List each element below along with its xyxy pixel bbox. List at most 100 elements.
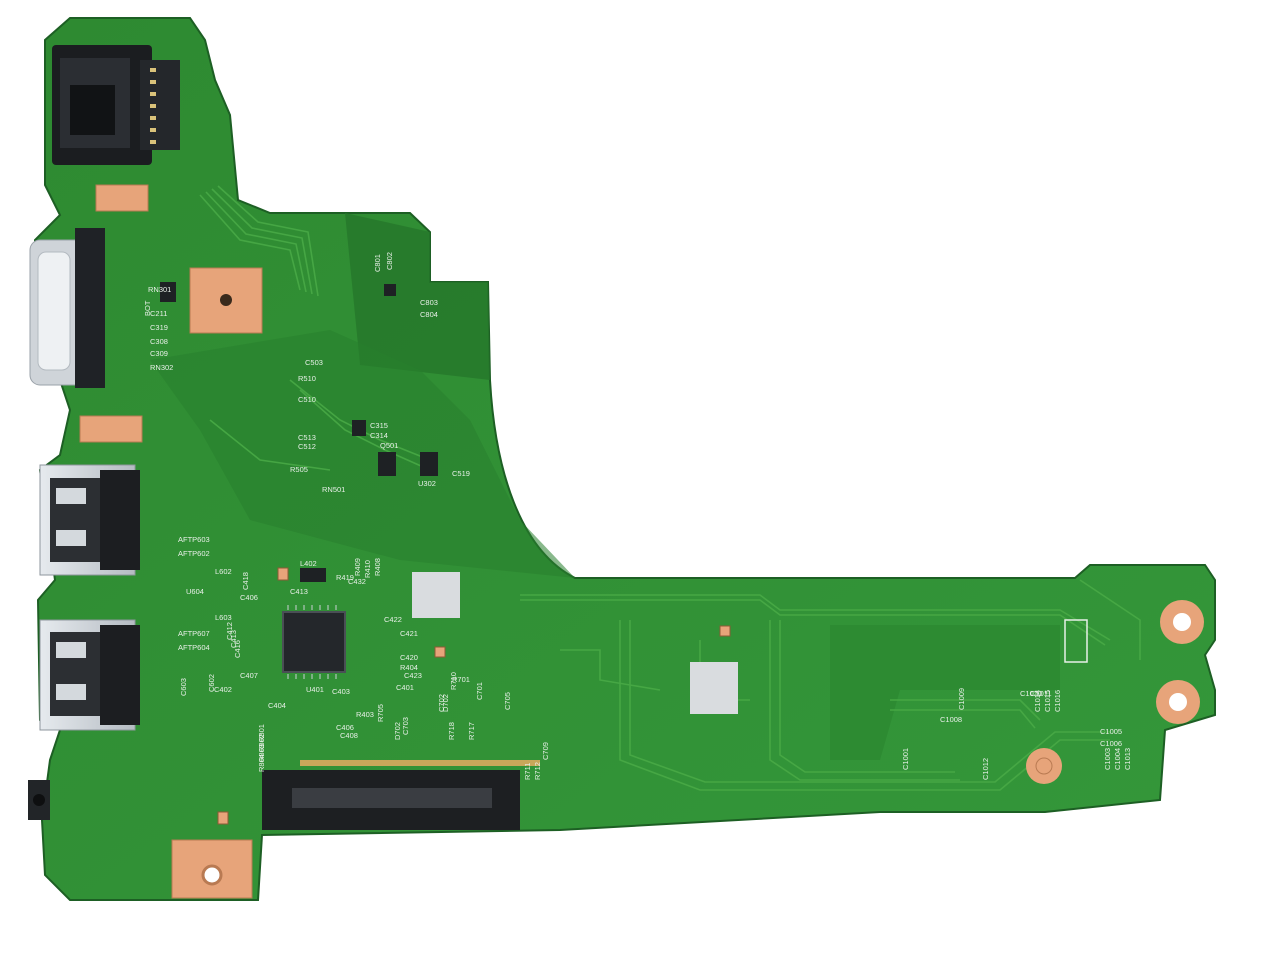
silkscreen-label: C402 bbox=[214, 685, 232, 694]
shield-pad bbox=[690, 662, 738, 714]
usb-port-lower bbox=[39, 619, 140, 731]
ground-zone-middle bbox=[150, 330, 575, 578]
silkscreen-label: C804 bbox=[420, 310, 438, 319]
audio-jack bbox=[28, 780, 50, 820]
silkscreen-label: C701 bbox=[475, 682, 484, 700]
silkscreen-label: C703 bbox=[401, 717, 410, 735]
silkscreen-label: C702 bbox=[437, 694, 446, 712]
vga-connector bbox=[29, 228, 105, 388]
silkscreen-label: AFTP604 bbox=[178, 643, 210, 652]
silkscreen-label: C705 bbox=[503, 692, 512, 710]
silkscreen-label: R804 bbox=[257, 754, 266, 772]
silkscreen-label: C412 bbox=[225, 622, 234, 640]
silkscreen-label: C211 bbox=[150, 309, 167, 318]
silkscreen-label: C403 bbox=[332, 687, 350, 696]
silkscreen-label: C1014 bbox=[1033, 690, 1042, 712]
silkscreen-label: RN301 bbox=[148, 285, 171, 294]
silkscreen-label: AFTP602 bbox=[178, 549, 210, 558]
silkscreen-label: R404 bbox=[400, 663, 418, 672]
bot-marker bbox=[1064, 619, 1088, 663]
small-ics bbox=[160, 282, 438, 582]
silkscreen-label: C422 bbox=[384, 615, 402, 624]
silkscreen-label: R419 bbox=[336, 573, 354, 582]
silkscreen-label: C315 bbox=[370, 421, 388, 430]
silkscreen-label: R711 bbox=[523, 763, 532, 780]
drive-connector bbox=[262, 760, 540, 830]
silkscreen-label: C1005 bbox=[1100, 727, 1122, 736]
silkscreen-label: U302 bbox=[418, 479, 436, 488]
silkscreen-label: C1004 bbox=[1113, 748, 1122, 770]
usb-port-upper bbox=[39, 464, 140, 576]
silkscreen-label: C1006 bbox=[1100, 739, 1122, 748]
silkscreen-label: U604 bbox=[186, 587, 204, 596]
silkscreen-label: C308 bbox=[150, 337, 168, 346]
silkscreen-label: C1011 bbox=[1030, 689, 1052, 698]
silkscreen-label: C309 bbox=[150, 349, 168, 358]
silkscreen-label: RN501 bbox=[322, 485, 345, 494]
shield-pad bbox=[412, 572, 460, 618]
silkscreen-label: C510 bbox=[298, 395, 316, 404]
silkscreen-label: C413 bbox=[229, 630, 238, 648]
copper-pads bbox=[79, 184, 263, 899]
silkscreen-label: Q501 bbox=[380, 441, 398, 450]
silkscreen-label: C423 bbox=[404, 671, 422, 680]
silkscreen-label: AFTP607 bbox=[178, 629, 210, 638]
silkscreen-label: R505 bbox=[290, 465, 308, 474]
silkscreen-label: C1013 bbox=[1123, 748, 1132, 770]
silkscreen-label: C603 bbox=[179, 678, 188, 696]
silkscreen-label: C1016 bbox=[1053, 690, 1062, 712]
chip-pins bbox=[287, 605, 337, 679]
silkscreen-label: RN302 bbox=[150, 363, 173, 372]
silkscreen-label: C503 bbox=[305, 358, 323, 367]
ground-zone-upper bbox=[345, 213, 490, 380]
silkscreen-label: R802 bbox=[257, 734, 266, 752]
silkscreen-label: C1009 bbox=[957, 688, 966, 710]
silkscreen-label: R408 bbox=[373, 558, 382, 576]
mounting-hole bbox=[201, 864, 223, 886]
silkscreen-label: C801 bbox=[373, 254, 382, 272]
silkscreen-label: C406 bbox=[240, 593, 258, 602]
silkscreen-label: R710 bbox=[449, 672, 458, 690]
mounting-hole bbox=[220, 294, 232, 306]
silkscreen-label: C1003 bbox=[1103, 748, 1112, 770]
silkscreen-label: C1008 bbox=[940, 715, 962, 724]
silkscreen-label: C421 bbox=[400, 629, 418, 638]
silkscreen-label: C420 bbox=[400, 653, 418, 662]
silkscreen-label: C803 bbox=[420, 298, 438, 307]
silkscreen-label: R717 bbox=[467, 722, 476, 740]
silkscreen-label: C432 bbox=[348, 577, 366, 586]
orange-pads bbox=[217, 567, 731, 825]
ground-zone-right bbox=[830, 625, 1060, 760]
silkscreen-label: C406 bbox=[336, 723, 354, 732]
silkscreen-label: C319 bbox=[150, 323, 168, 332]
silkscreen-label: AFTP603 bbox=[178, 535, 210, 544]
silkscreen-label: R705 bbox=[376, 704, 385, 722]
silkscreen-label: R409 bbox=[353, 558, 362, 576]
ethernet-jack bbox=[52, 45, 180, 165]
silkscreen-label: U401 bbox=[306, 685, 324, 694]
silkscreen-label: C519 bbox=[452, 469, 470, 478]
silkscreen-label: C418 bbox=[241, 572, 250, 590]
silkscreen-label: C802 bbox=[385, 252, 394, 270]
silkscreen-label: R801 bbox=[257, 724, 266, 742]
silkscreen-label: D702 bbox=[393, 722, 402, 740]
silkscreen-label: R410 bbox=[363, 560, 372, 578]
silkscreen-label: BOT bbox=[143, 300, 152, 316]
controller-chip bbox=[282, 611, 346, 673]
silkscreen-label: L602 bbox=[215, 567, 232, 576]
silkscreen-label: C1010 bbox=[1020, 689, 1042, 698]
silkscreen-label: R718 bbox=[447, 722, 456, 740]
silkscreen-label: C404 bbox=[268, 701, 286, 710]
mounting-holes-right bbox=[1026, 600, 1204, 784]
silkscreen-label: C407 bbox=[240, 671, 258, 680]
silkscreen-label: C408 bbox=[340, 731, 358, 740]
silkscreen-label: C416 bbox=[233, 640, 242, 658]
silkscreen-label: C1015 bbox=[1043, 690, 1052, 712]
silkscreen-label: C513 bbox=[298, 433, 316, 442]
silkscreen-label: L603 bbox=[215, 613, 232, 622]
silkscreen-label: C314 bbox=[370, 431, 388, 440]
silkscreen-label: R803 bbox=[257, 744, 266, 762]
silkscreen-label: C709 bbox=[541, 742, 550, 760]
